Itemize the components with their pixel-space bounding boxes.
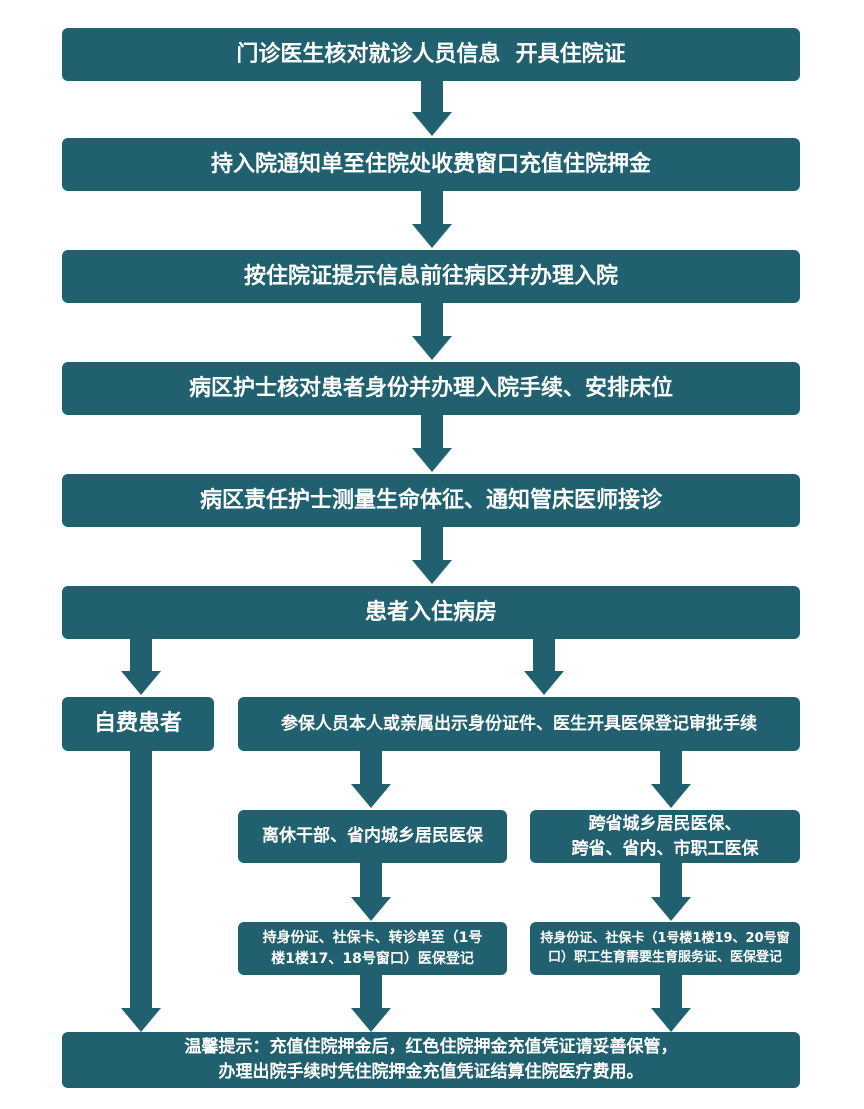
insured-text: 参保人员本人或亲属出示身份证件、医生开具医保登记审批手续: [281, 713, 757, 734]
self-pay-box: 自费患者: [62, 697, 214, 751]
arrow-left-final-head: [351, 1008, 391, 1032]
arrow-right-final-head: [651, 1008, 691, 1032]
step-1-text: 门诊医生核对就诊人员信息 开具住院证: [236, 41, 626, 67]
detail-right-line2: 口）职工生育需要生育服务证、医保登记: [547, 949, 782, 965]
tip-line2: 办理出院手续时凭住院押金充值凭证结算住院医疗费用。: [218, 1062, 644, 1082]
detail-left-line1: 持身份证、社保卡、转诊单至（1号: [262, 930, 483, 947]
detail-right-box: 持身份证、社保卡（1号楼1楼19、20号窗 口）职工生育需要生育服务证、医保登记: [530, 922, 800, 975]
arrow-2-head: [412, 224, 452, 248]
tip-line1: 温馨提示：充值住院押金后，红色住院押金充值凭证请妥善保管，: [184, 1037, 678, 1058]
step-1-box: 门诊医生核对就诊人员信息 开具住院证: [62, 28, 800, 81]
arrow-right-detail-shaft: [660, 863, 682, 899]
arrow-insured-head: [524, 671, 564, 695]
arrow-self-pay-head: [121, 671, 161, 695]
arrow-self-pay-long-head: [121, 1008, 161, 1032]
arrow-4-head: [412, 448, 452, 472]
step-6-text: 患者入住病房: [364, 599, 497, 625]
arrow-5-head: [412, 560, 452, 584]
branch-right-box: 跨省城乡居民医保、 跨省、省内、市职工医保: [530, 810, 800, 863]
branch-left-text: 离休干部、省内城乡居民医保: [262, 826, 483, 847]
arrow-left-detail-head: [351, 897, 391, 921]
step-2-box: 持入院通知单至住院处收费窗口充值住院押金: [62, 138, 800, 191]
arrow-2-shaft: [421, 191, 443, 226]
arrow-right-final-shaft: [660, 975, 682, 1009]
detail-left-line2: 楼1楼17、18号窗口）医保登记: [271, 950, 474, 967]
arrow-4-shaft: [421, 415, 443, 450]
arrow-left-branch-shaft: [360, 751, 382, 785]
arrow-5-shaft: [421, 527, 443, 562]
branch-right-line2: 跨省、省内、市职工医保: [571, 838, 759, 859]
branch-left-box: 离休干部、省内城乡居民医保: [238, 810, 507, 863]
self-pay-text: 自费患者: [93, 711, 182, 737]
detail-right-line1: 持身份证、社保卡（1号楼1楼19、20号窗: [540, 930, 790, 946]
step-4-box: 病区护士核对患者身份并办理入院手续、安排床位: [62, 362, 800, 415]
step-3-box: 按住院证提示信息前往病区并办理入院: [62, 250, 800, 303]
detail-left-box: 持身份证、社保卡、转诊单至（1号 楼1楼17、18号窗口）医保登记: [238, 922, 507, 975]
step-3-text: 按住院证提示信息前往病区并办理入院: [243, 263, 618, 289]
step-5-text: 病区责任护士测量生命体征、通知管床医师接诊: [199, 487, 662, 513]
arrow-insured-shaft: [533, 639, 555, 673]
arrow-left-detail-shaft: [360, 863, 382, 899]
arrow-right-branch-shaft: [660, 751, 682, 785]
tip-box: 温馨提示：充值住院押金后，红色住院押金充值凭证请妥善保管， 办理出院手续时凭住院…: [62, 1032, 800, 1088]
branch-right-line1: 跨省城乡居民医保、: [588, 813, 742, 834]
step-4-text: 病区护士核对患者身份并办理入院手续、安排床位: [188, 375, 673, 401]
arrow-right-branch-head: [651, 784, 691, 808]
step-2-text: 持入院通知单至住院处收费窗口充值住院押金: [210, 151, 651, 177]
arrow-3-head: [412, 336, 452, 360]
arrow-1-head: [412, 112, 452, 136]
step-6-box: 患者入住病房: [62, 586, 800, 639]
arrow-3-shaft: [421, 303, 443, 338]
arrow-self-pay-shaft: [130, 639, 152, 673]
arrow-left-branch-head: [351, 784, 391, 808]
arrow-right-detail-head: [651, 897, 691, 921]
arrow-self-pay-long-shaft: [130, 751, 152, 1009]
step-5-box: 病区责任护士测量生命体征、通知管床医师接诊: [62, 474, 800, 527]
arrow-1-shaft: [421, 81, 443, 114]
insured-box: 参保人员本人或亲属出示身份证件、医生开具医保登记审批手续: [238, 697, 800, 751]
arrow-left-final-shaft: [360, 975, 382, 1009]
